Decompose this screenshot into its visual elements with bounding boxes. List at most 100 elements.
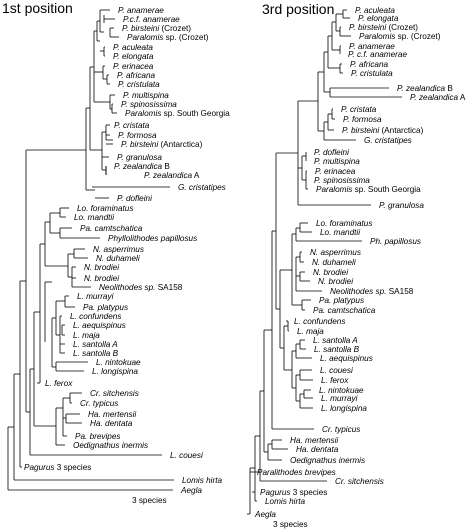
tree-2-taxon-label: Cr. sitchensis [335, 477, 384, 486]
tree-2-taxon-label: Paralomis sp. South Georgia [316, 185, 421, 194]
tree-1-taxon-label: P. birsteini (Antarctica) [121, 140, 203, 149]
taxon-label-part: Aegla [180, 486, 202, 495]
taxon-label-part: A [192, 171, 200, 180]
tree-1-taxon-label: L. aequispinus [73, 321, 126, 330]
taxon-label-part: L. nintokuae [96, 358, 141, 367]
taxon-label-part: P. zealandica [144, 171, 193, 180]
taxon-label-part: Pa. camtschatica [80, 224, 143, 233]
taxon-label-part: L. santolla A [73, 340, 118, 349]
tree-2-taxon-label: L. aequispinus [320, 354, 373, 363]
taxon-label-part: (Crozet) [159, 24, 191, 33]
tree-2-taxon-label: P. spinosissima [314, 176, 370, 185]
taxon-label-part: P. birsteini [349, 23, 386, 32]
tree-2-taxon-label: L. confundens [294, 317, 345, 326]
taxon-label-part: L. ferox [321, 376, 349, 385]
taxon-label-part: G. cristatipes [178, 183, 226, 192]
tree-1-taxon-label: 3 species [132, 496, 167, 505]
tree-2-taxon-label: N. brodiei [313, 268, 348, 277]
tree-1-taxon-label: Ha. dentata [90, 419, 133, 428]
taxon-label-part: Cr. sitchensis [335, 477, 384, 486]
taxon-label-part: Lo. mandtii [320, 228, 360, 237]
taxon-label-part: N. brodiei [313, 268, 348, 277]
tree-1-taxon-label: Neolithodes sp. SA158 [99, 283, 183, 292]
tree-1-taxon-label: L. santolla A [73, 340, 118, 349]
taxon-label-part: N. duhameli [96, 254, 140, 263]
taxon-label-part: Lo. foraminatus [77, 204, 133, 213]
taxon-label-part: P. multispina [123, 91, 169, 100]
tree-1-taxon-label: Pa. brevipes [75, 432, 121, 441]
tree-2-taxon-label: L. murrayi [321, 394, 358, 403]
taxon-label-part: P. aculeata [113, 43, 153, 52]
taxon-label-part: L. santolla B [73, 349, 119, 358]
tree-2-taxon-label: N. duhameli [312, 258, 356, 267]
taxon-label-part: B [445, 84, 453, 93]
tree-1-taxon-label: P. granulosa [117, 153, 162, 162]
taxon-label-part: N. asperrimus [93, 245, 144, 254]
tree-2-taxon-label: P. formosa [343, 115, 382, 124]
tree-1-branches [7, 9, 174, 491]
tree-1-taxon-label: Aegla [180, 486, 202, 495]
taxon-label-part: P. zealandica [397, 84, 446, 93]
tree-1-taxon-label: N. asperrimus [93, 245, 144, 254]
tree-2-taxon-label: P. cristata [341, 105, 377, 114]
taxon-label-part: Lo. mandtii [74, 213, 114, 222]
tree-1-taxon-label: N. duhameli [96, 254, 140, 263]
taxon-label-part: L. ferox [45, 379, 73, 388]
taxon-label-part: 3 species [273, 520, 308, 529]
tree-1-taxon-label: P. aculeata [113, 43, 153, 52]
tree-2-taxon-label: N. brodiei [318, 277, 353, 286]
taxon-label-part: L. aequispinus [320, 354, 373, 363]
tree-1-taxon-label: Cr. typicus [80, 399, 118, 408]
taxon-label-part: Ha. dentata [90, 419, 133, 428]
tree-2-taxon-label: P. erinacea [315, 167, 356, 176]
taxon-label-part: Ph. papillosus [370, 237, 421, 246]
tree-2-taxon-label: 3 species [273, 520, 308, 529]
taxon-label-part: Oedignathus inermis [73, 441, 148, 450]
tree-2-taxon-label: Aegla [254, 510, 276, 519]
tree-1-taxon-label: P. zealandica A [144, 171, 200, 180]
taxon-label-part: Paralithodes brevipes [257, 468, 336, 477]
taxon-label-part: Lomis hirta [182, 476, 222, 485]
taxon-label-part: P. elongata [113, 52, 154, 61]
taxon-label-part: L. maja [297, 327, 324, 336]
taxon-label-part: sp. (Crozet) [395, 32, 440, 41]
tree-1-taxon-label: P. anamerae [118, 6, 164, 15]
tree-1-taxon-label: P. birsteini (Crozet) [122, 24, 191, 33]
tree-2-title: 3rd position [262, 1, 334, 17]
taxon-label-part: (Antarctica) [379, 126, 423, 135]
taxon-label-part: L. confundens [294, 317, 345, 326]
tree-2-taxon-label: Pagurus 3 species [260, 488, 327, 497]
taxon-label-part: P. cristulata [351, 69, 393, 78]
tree-1-taxon-label: L. ferox [45, 379, 73, 388]
taxon-label-part: P. cristulata [118, 80, 160, 89]
tree-2-taxon-label: Paralithodes brevipes [257, 468, 336, 477]
taxon-label-part: sp. South Georgia [352, 185, 421, 194]
tree-2-taxon-label: N. asperrimus [310, 248, 361, 257]
taxon-label-part: 3 species [291, 488, 328, 497]
tree-2-taxon-label: P. birsteini (Antarctica) [342, 126, 424, 135]
taxon-label-part: N. brodiei [318, 277, 353, 286]
taxon-label-part: L. couesi [170, 451, 203, 460]
tree-1-taxon-label: L. confundens [70, 312, 121, 321]
taxon-label-part: P. cristata [114, 121, 150, 130]
tree-2-taxon-label: P. cristulata [351, 69, 393, 78]
taxon-label-part: P. cristata [341, 105, 377, 114]
tree-2-taxon-label: P. granulosa [379, 201, 424, 210]
tree-2-taxon-label: L. santolla A [313, 336, 358, 345]
taxon-label-part: Cr. typicus [80, 399, 118, 408]
tree-2-taxon-label: P. birsteini (Crozet) [349, 23, 418, 32]
tree-2-taxon-label: G. cristatipes [364, 136, 412, 145]
taxon-label-part: Paralomis [316, 185, 352, 194]
tree-2-taxon-label: L. maja [297, 327, 324, 336]
taxon-label-part: 3 species [132, 496, 167, 505]
taxon-label-part: (Crozet) [386, 23, 418, 32]
tree-1-taxon-label: G. cristatipes [178, 183, 226, 192]
tree-2-taxon-label: Paralomis sp. (Crozet) [359, 32, 441, 41]
taxon-label-part: P. africana [350, 60, 389, 69]
taxon-label-part: Pagurus [24, 463, 55, 472]
taxon-label-part: Lo. foraminatus [316, 219, 372, 228]
tree-1-taxon-label: N. brodiei [84, 263, 119, 272]
taxon-label-part: Paralomis [125, 109, 161, 118]
taxon-label-part: Neolithodes sp. [99, 283, 155, 292]
